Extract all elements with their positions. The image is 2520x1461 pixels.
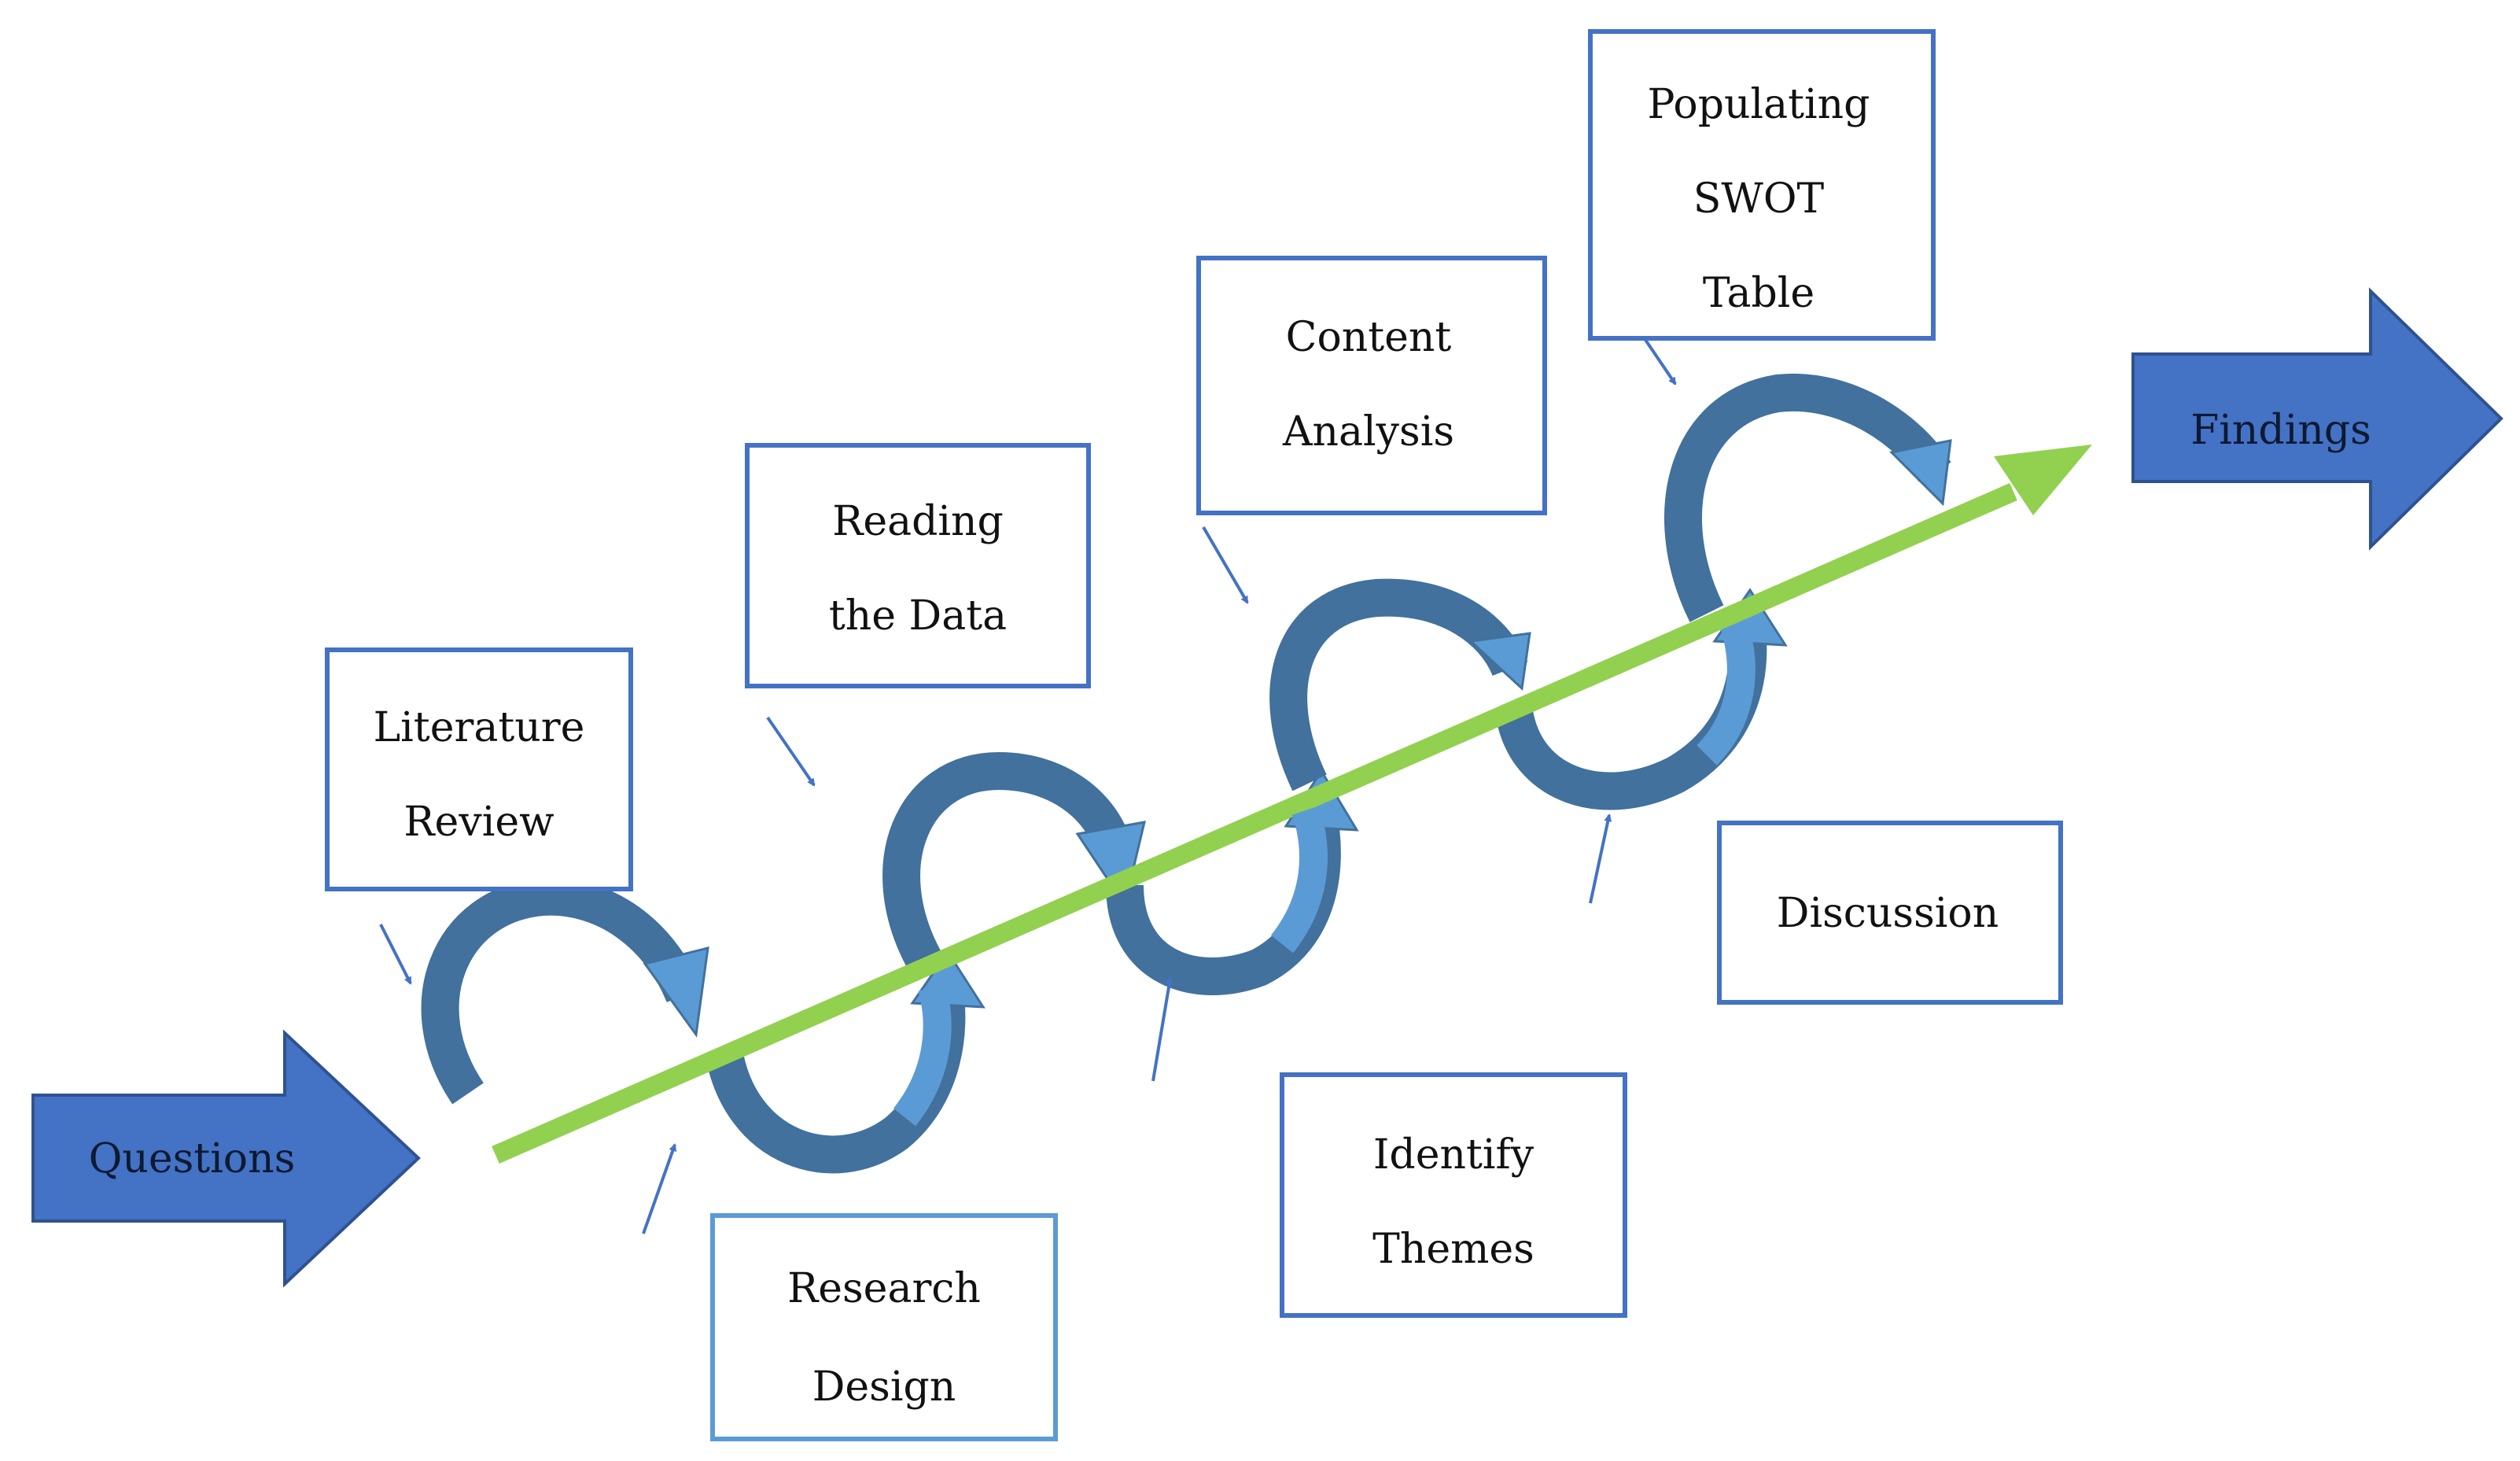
step-discussion: Discussion [1717,821,2063,1005]
pointer-populating-swot [1641,334,1677,386]
step-box [1588,29,1936,341]
step-label-line: SWOT [1693,175,1825,223]
findings-label: Findings [2190,407,2371,454]
questions-arrow: Questions [31,1029,421,1288]
step-label-line: Review [403,799,554,846]
step-reading-the-data: Reading the Data [745,443,1091,688]
step-identify-themes: Identify Themes [1280,1072,1627,1318]
spiral-loop-upper-4-head [1888,439,1952,507]
step-label-line: Content [1286,314,1452,361]
pointer-discussion [1589,814,1612,904]
pointer-arrows [379,334,1677,1234]
pointer-literature-review [379,924,412,985]
progress-axis-head [1994,445,2092,515]
spiral-loop-upper-3-head [1468,632,1531,692]
step-label-line: Research [787,1265,981,1312]
spiral-overlay-1 [893,983,952,1127]
step-label-line: Analysis [1282,408,1454,456]
questions-label: Questions [89,1135,296,1182]
step-label-line: Discussion [1777,890,1999,937]
step-research-design: Research Design [710,1213,1058,1441]
findings-arrow-shape [2131,287,2503,551]
step-populating-swot-table: Populating SWOT Table [1588,29,1936,341]
step-box [1196,256,1547,515]
spiral-loop-upper-1-head [643,946,709,1038]
step-label-line: Table [1703,270,1814,317]
pointer-research-design [642,1143,677,1234]
pointer-content-analysis [1202,526,1249,604]
progress-axis [492,445,2092,1164]
step-label-line: the Data [829,592,1007,640]
spiral-loops [421,373,1952,1174]
spiral-loop-upper-4 [1664,373,1951,622]
spiral-loop-upper-2 [882,751,1136,969]
spiral-overlay-2 [1270,806,1328,954]
spiral-overlay-3 [1696,621,1756,766]
step-box [710,1213,1058,1441]
spiral-overlays [893,621,1756,1127]
step-content-analysis: Content Analysis [1196,256,1547,515]
step-literature-review: Literature Review [325,647,633,891]
step-label-line: Literature [374,704,585,751]
step-label-line: Identify [1373,1131,1534,1179]
spiral-loop-upper-3 [1269,578,1528,791]
pointer-identify-themes [1151,976,1173,1082]
spiral-loop-upper-1 [421,877,702,1105]
findings-arrow: Findings [2131,287,2503,551]
step-label-line: Themes [1372,1226,1534,1273]
progress-axis-line [492,483,2017,1164]
step-box [745,443,1091,688]
step-box [325,647,633,891]
step-label-line: Reading [832,498,1004,545]
step-box [1280,1072,1627,1318]
pointer-reading-the-data [766,716,816,787]
step-label-line: Populating [1648,81,1870,128]
step-label-line: Design [812,1363,956,1411]
questions-arrow-shape [31,1029,421,1288]
step-box [1717,821,2063,1005]
